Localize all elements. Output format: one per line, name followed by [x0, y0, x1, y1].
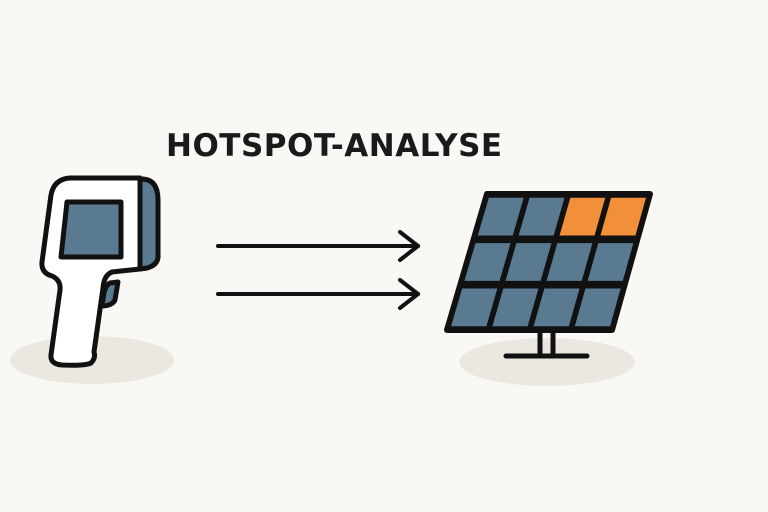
arrow-right-icon: [216, 278, 420, 310]
solar-panel-icon: [444, 191, 653, 333]
solar-panel-stand: [503, 327, 590, 359]
arrow-right-icon: [216, 230, 420, 262]
panel-cell: [505, 243, 552, 281]
panel-cell: [533, 288, 580, 327]
panel-cell: [546, 243, 593, 281]
panel-cell: [574, 288, 621, 327]
panel-cell: [518, 197, 565, 236]
hotspot-cell: [600, 197, 647, 236]
panel-cell: [477, 197, 524, 236]
thermal-camera-icon: [39, 175, 161, 368]
hotspot-cell: [559, 197, 606, 236]
panel-cell: [451, 288, 498, 327]
panel-cell: [587, 243, 634, 281]
panel-cell: [464, 243, 511, 281]
panel-cell: [492, 288, 539, 327]
panel-shadow: [459, 338, 635, 386]
diagram-title: HOTSPOT-ANALYSE: [166, 128, 503, 164]
